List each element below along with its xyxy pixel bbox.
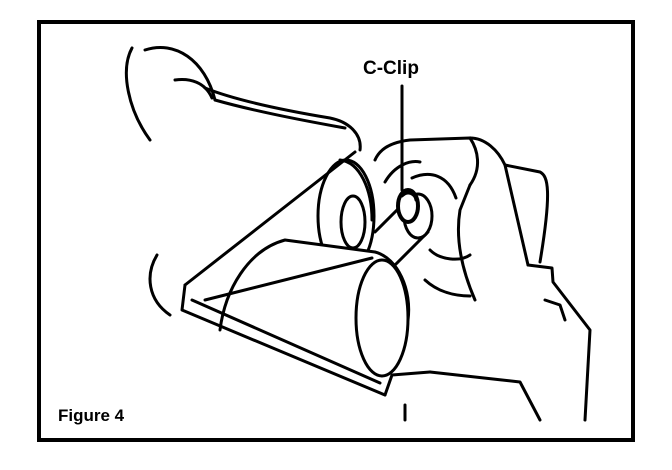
inner-curve-lower	[423, 278, 472, 298]
roller	[203, 238, 411, 378]
figure-caption: Figure 4	[56, 405, 127, 426]
right-block	[373, 136, 592, 422]
inner-curve	[428, 248, 472, 261]
upper-housing	[125, 45, 362, 152]
c-clip-callout-label: C-Clip	[361, 58, 421, 79]
tray-frame	[180, 150, 542, 422]
right-step	[543, 298, 567, 322]
left-pad-edge	[148, 253, 172, 317]
c-clip-ring	[396, 188, 420, 224]
